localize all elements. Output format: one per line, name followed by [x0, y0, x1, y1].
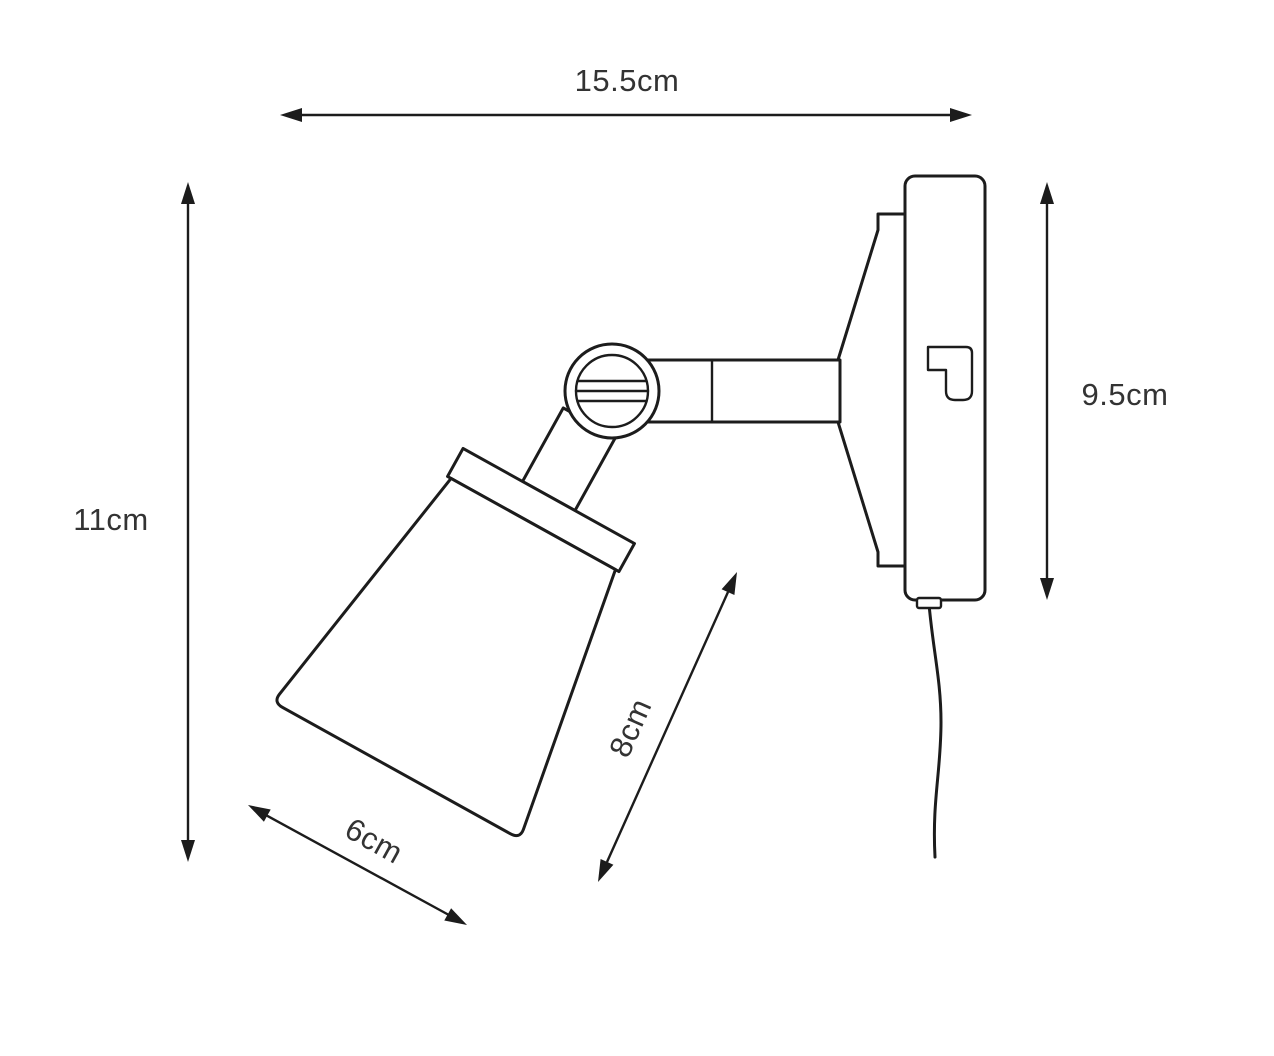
dimension-backplate-label: 9.5cm — [1082, 377, 1169, 412]
dimension-height-label: 11cm — [73, 502, 149, 537]
arrowhead-left-icon — [280, 108, 302, 122]
dimension-shade-length: 8cm — [598, 572, 737, 882]
arrowhead-down-icon — [181, 840, 195, 862]
arrowhead-up-icon — [1040, 182, 1054, 204]
arrowhead-down-icon — [1040, 578, 1054, 600]
arrowhead-right-icon — [950, 108, 972, 122]
dimension-backplate-height: 9.5cm — [1040, 182, 1168, 600]
dimension-shade-length-line — [605, 591, 730, 863]
dimension-width: 15.5cm — [280, 63, 972, 122]
arrowhead-up-icon — [181, 182, 195, 204]
pivot-joint — [563, 342, 661, 440]
arrowhead-upright-icon — [721, 572, 737, 595]
wall-spotlight-drawing — [275, 174, 987, 859]
arrowhead-downright-icon — [444, 908, 467, 925]
dimension-shade-length-label: 8cm — [602, 693, 658, 762]
dimension-width-label: 15.5cm — [575, 63, 680, 98]
cord-grommet — [915, 596, 943, 610]
dimension-shade-diameter-line — [266, 814, 449, 916]
shade-assembly — [275, 406, 636, 838]
canopy-cone — [836, 212, 907, 568]
keyhole-slot — [926, 345, 974, 402]
arrowhead-downleft-icon — [598, 859, 614, 882]
arrowhead-upleft-icon — [248, 805, 271, 822]
dimension-height: 11cm — [73, 182, 195, 862]
power-cord — [927, 602, 943, 859]
shade-body — [275, 476, 617, 838]
dimension-shade-diameter: 6cm — [248, 805, 467, 925]
